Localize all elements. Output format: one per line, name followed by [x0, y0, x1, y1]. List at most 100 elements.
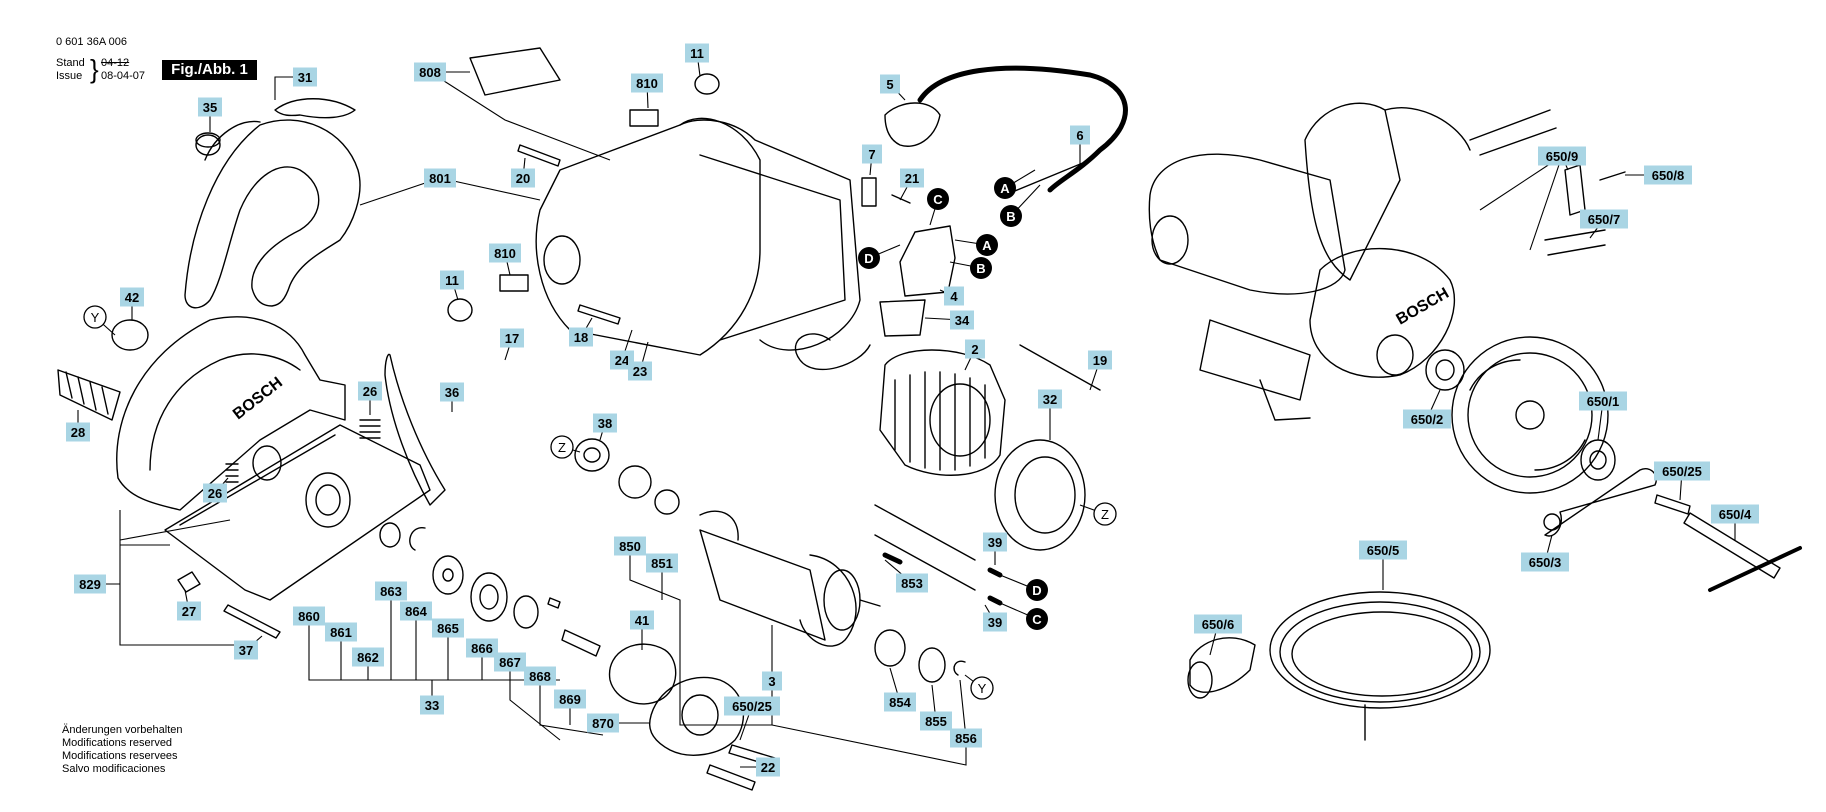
part-label: 650/6: [1194, 614, 1242, 634]
ring-863: [379, 522, 401, 548]
footer-note: Modifications reserved: [62, 737, 173, 749]
label-box: [293, 606, 325, 626]
part-label: 851: [646, 553, 678, 573]
flange-41: [608, 643, 677, 705]
part-label: 869: [554, 689, 586, 709]
label-box: [614, 536, 646, 556]
key-868: [547, 597, 561, 609]
part-label: 829: [74, 574, 106, 594]
label-box: [66, 422, 90, 442]
label-text: 650/8: [1652, 168, 1685, 183]
label-box: [983, 532, 1007, 552]
connector-marker: [994, 177, 1016, 199]
part-650-7: [1544, 229, 1606, 256]
washer-851: [654, 489, 680, 515]
cap-11a: [694, 73, 720, 95]
label-box: [896, 573, 928, 593]
label-box: [234, 640, 258, 660]
label-text: 853: [901, 576, 923, 591]
label-text: 42: [125, 290, 139, 305]
part-label: 5: [880, 74, 900, 94]
label-box: [1194, 614, 1242, 634]
connector-marker: [858, 247, 880, 269]
label-text: 39: [988, 615, 1002, 630]
label-box: [554, 689, 586, 709]
label-box: [1538, 146, 1586, 166]
label-text: 17: [505, 331, 519, 346]
label-text: 3: [768, 674, 775, 689]
armature-3: [699, 529, 826, 641]
label-text: 37: [239, 643, 253, 658]
part-label: 853: [896, 573, 928, 593]
part-label: 810: [631, 73, 663, 93]
label-text: 869: [559, 692, 581, 707]
connector-marker-letter: D: [1032, 583, 1041, 598]
label-box: [628, 361, 652, 381]
part-number: 0 601 36A 006: [56, 36, 127, 48]
label-text: 11: [690, 46, 704, 61]
part-label: 23: [628, 361, 652, 381]
part-label: 650/5: [1359, 540, 1407, 560]
label-text: 860: [298, 609, 320, 624]
label-box: [440, 382, 464, 402]
label-text: 855: [925, 714, 947, 729]
part-label: 36: [440, 382, 464, 402]
label-box: [420, 695, 444, 715]
label-box: [400, 601, 432, 621]
part-label: 650/3: [1521, 552, 1569, 572]
part-label: 650/9: [1538, 146, 1586, 166]
label-text: 650/3: [1529, 555, 1562, 570]
label-text: 650/25: [1662, 464, 1702, 479]
washer-865: [432, 555, 464, 595]
cap-11b: [447, 298, 473, 322]
part-label: 39: [983, 532, 1007, 552]
part-label: 22: [756, 757, 780, 777]
leader-line: [1529, 155, 1563, 251]
power-cable: [917, 65, 1128, 193]
label-text: 26: [208, 486, 222, 501]
shaft-869: [561, 629, 601, 657]
part-650-9: [1564, 164, 1586, 216]
pin-37: [223, 604, 281, 639]
connector-marker-letter: A: [1000, 181, 1010, 196]
motor-housing: [535, 117, 761, 356]
label-box: [325, 622, 357, 642]
label-box: [120, 287, 144, 307]
part-label: 650/4: [1711, 504, 1759, 524]
label-text: 650/9: [1546, 149, 1579, 164]
label-box: [762, 671, 782, 691]
diamond-blade: [1451, 336, 1609, 494]
part-label: 33: [420, 695, 444, 715]
label-text: 862: [357, 650, 379, 665]
label-text: 11: [445, 273, 459, 288]
label-text: 866: [471, 641, 493, 656]
label-box: [358, 381, 382, 401]
label-box: [569, 327, 593, 347]
label-box: [440, 270, 464, 290]
gear-housing-870: [648, 676, 745, 756]
label-box: [756, 757, 780, 777]
issue-value: 08-04-07: [101, 70, 146, 82]
part-label: 864: [400, 601, 432, 621]
part-label: 7: [862, 144, 882, 164]
label-box: [950, 310, 974, 330]
stand-label: Stand: [56, 57, 85, 69]
leader-line: [771, 724, 967, 766]
part-label: 865: [432, 618, 464, 638]
label-box: [198, 97, 222, 117]
figure-label: Fig./Abb. 1: [162, 60, 257, 80]
part-28: [57, 369, 121, 421]
connector-marker-letter: C: [1032, 612, 1042, 627]
label-box: [862, 144, 882, 164]
part-label: 801: [424, 168, 456, 188]
brush-810a: [629, 109, 659, 127]
label-box: [1070, 125, 1090, 145]
part-label: 856: [950, 728, 982, 748]
part-label: 27: [177, 601, 201, 621]
nozzle-650-6: [1189, 637, 1256, 693]
label-text: 810: [494, 246, 516, 261]
label-box: [1088, 350, 1112, 370]
connector-marker-letter: B: [1006, 209, 1015, 224]
plug-5: [884, 102, 941, 147]
